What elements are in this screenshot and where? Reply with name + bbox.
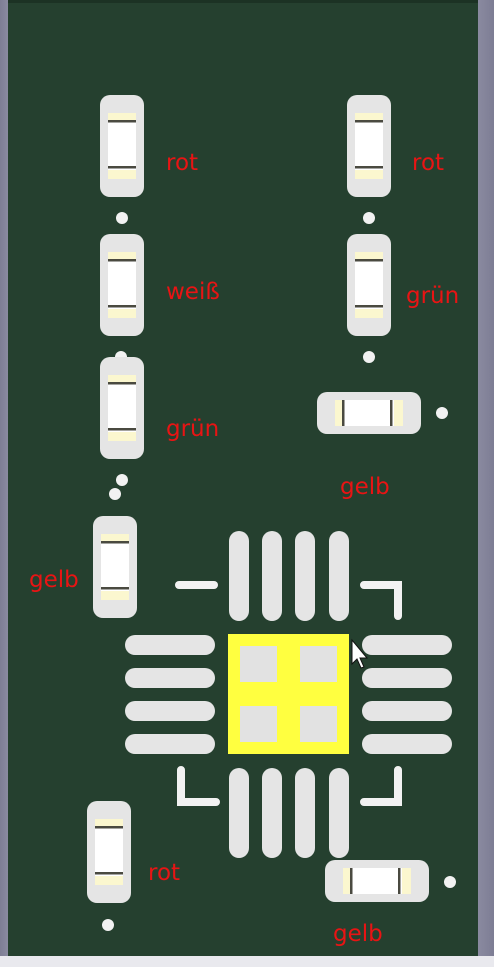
pin1-dot: [363, 212, 375, 224]
led-d9[interactable]: [325, 860, 429, 902]
window-bottom-edge: [0, 956, 494, 967]
led-label-d2: weiß: [166, 279, 220, 305]
mouse-pointer-icon: [351, 638, 369, 669]
pin1-dot: [436, 407, 448, 419]
pin1-dot: [102, 919, 114, 931]
pin1-dot: [444, 876, 456, 888]
led-d2[interactable]: [100, 234, 144, 336]
led-d4[interactable]: [93, 516, 137, 618]
led-label-d9: gelb: [333, 921, 383, 947]
led-label-d3: grün: [166, 416, 220, 442]
led-label-d5: rot: [148, 860, 181, 886]
pin1-dot: [363, 351, 375, 363]
led-d7[interactable]: [347, 234, 391, 336]
led-d1[interactable]: [100, 95, 144, 197]
led-label-d8: gelb: [340, 474, 390, 500]
led-d3[interactable]: [100, 357, 144, 459]
led-label-d1: rot: [166, 150, 199, 176]
pin1-dot: [116, 212, 128, 224]
led-d6[interactable]: [347, 95, 391, 197]
window-top-edge: [8, 0, 478, 3]
led-label-d6: rot: [412, 150, 445, 176]
led-label-d4: gelb: [29, 567, 79, 593]
led-label-d7: grün: [406, 283, 460, 309]
led-d5[interactable]: [87, 801, 131, 903]
led-d8[interactable]: [317, 392, 421, 434]
pin1-dot: [109, 488, 121, 500]
qfn-package[interactable]: [125, 531, 452, 858]
pin1-dot: [116, 474, 128, 486]
